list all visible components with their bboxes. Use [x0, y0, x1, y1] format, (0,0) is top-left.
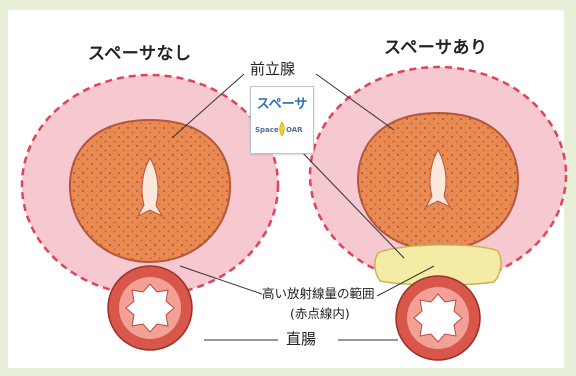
svg-text:OAR: OAR [286, 126, 303, 134]
spaceoar-logo: Space OAR [255, 119, 309, 139]
right-prostate [358, 113, 518, 250]
spacer-label: スペーサ [251, 93, 313, 112]
left-rectum [108, 266, 192, 350]
label-red-dotted-line: (赤点線内) [290, 308, 350, 321]
label-rectum: 直腸 [286, 332, 316, 347]
label-high-dose-area: 高い放射線量の範囲 [262, 288, 375, 301]
right-rectum [396, 276, 480, 360]
spaceoar-logo-graphic: Space OAR [255, 119, 309, 139]
label-prostate: 前立腺 [250, 62, 295, 77]
spacer-product-box: スペーサ Space OAR [250, 86, 314, 154]
label-with-spacer: スペーサあり [384, 40, 487, 57]
label-without-spacer: スペーサなし [88, 46, 191, 63]
left-prostate [70, 120, 230, 262]
svg-text:Space: Space [255, 126, 279, 134]
